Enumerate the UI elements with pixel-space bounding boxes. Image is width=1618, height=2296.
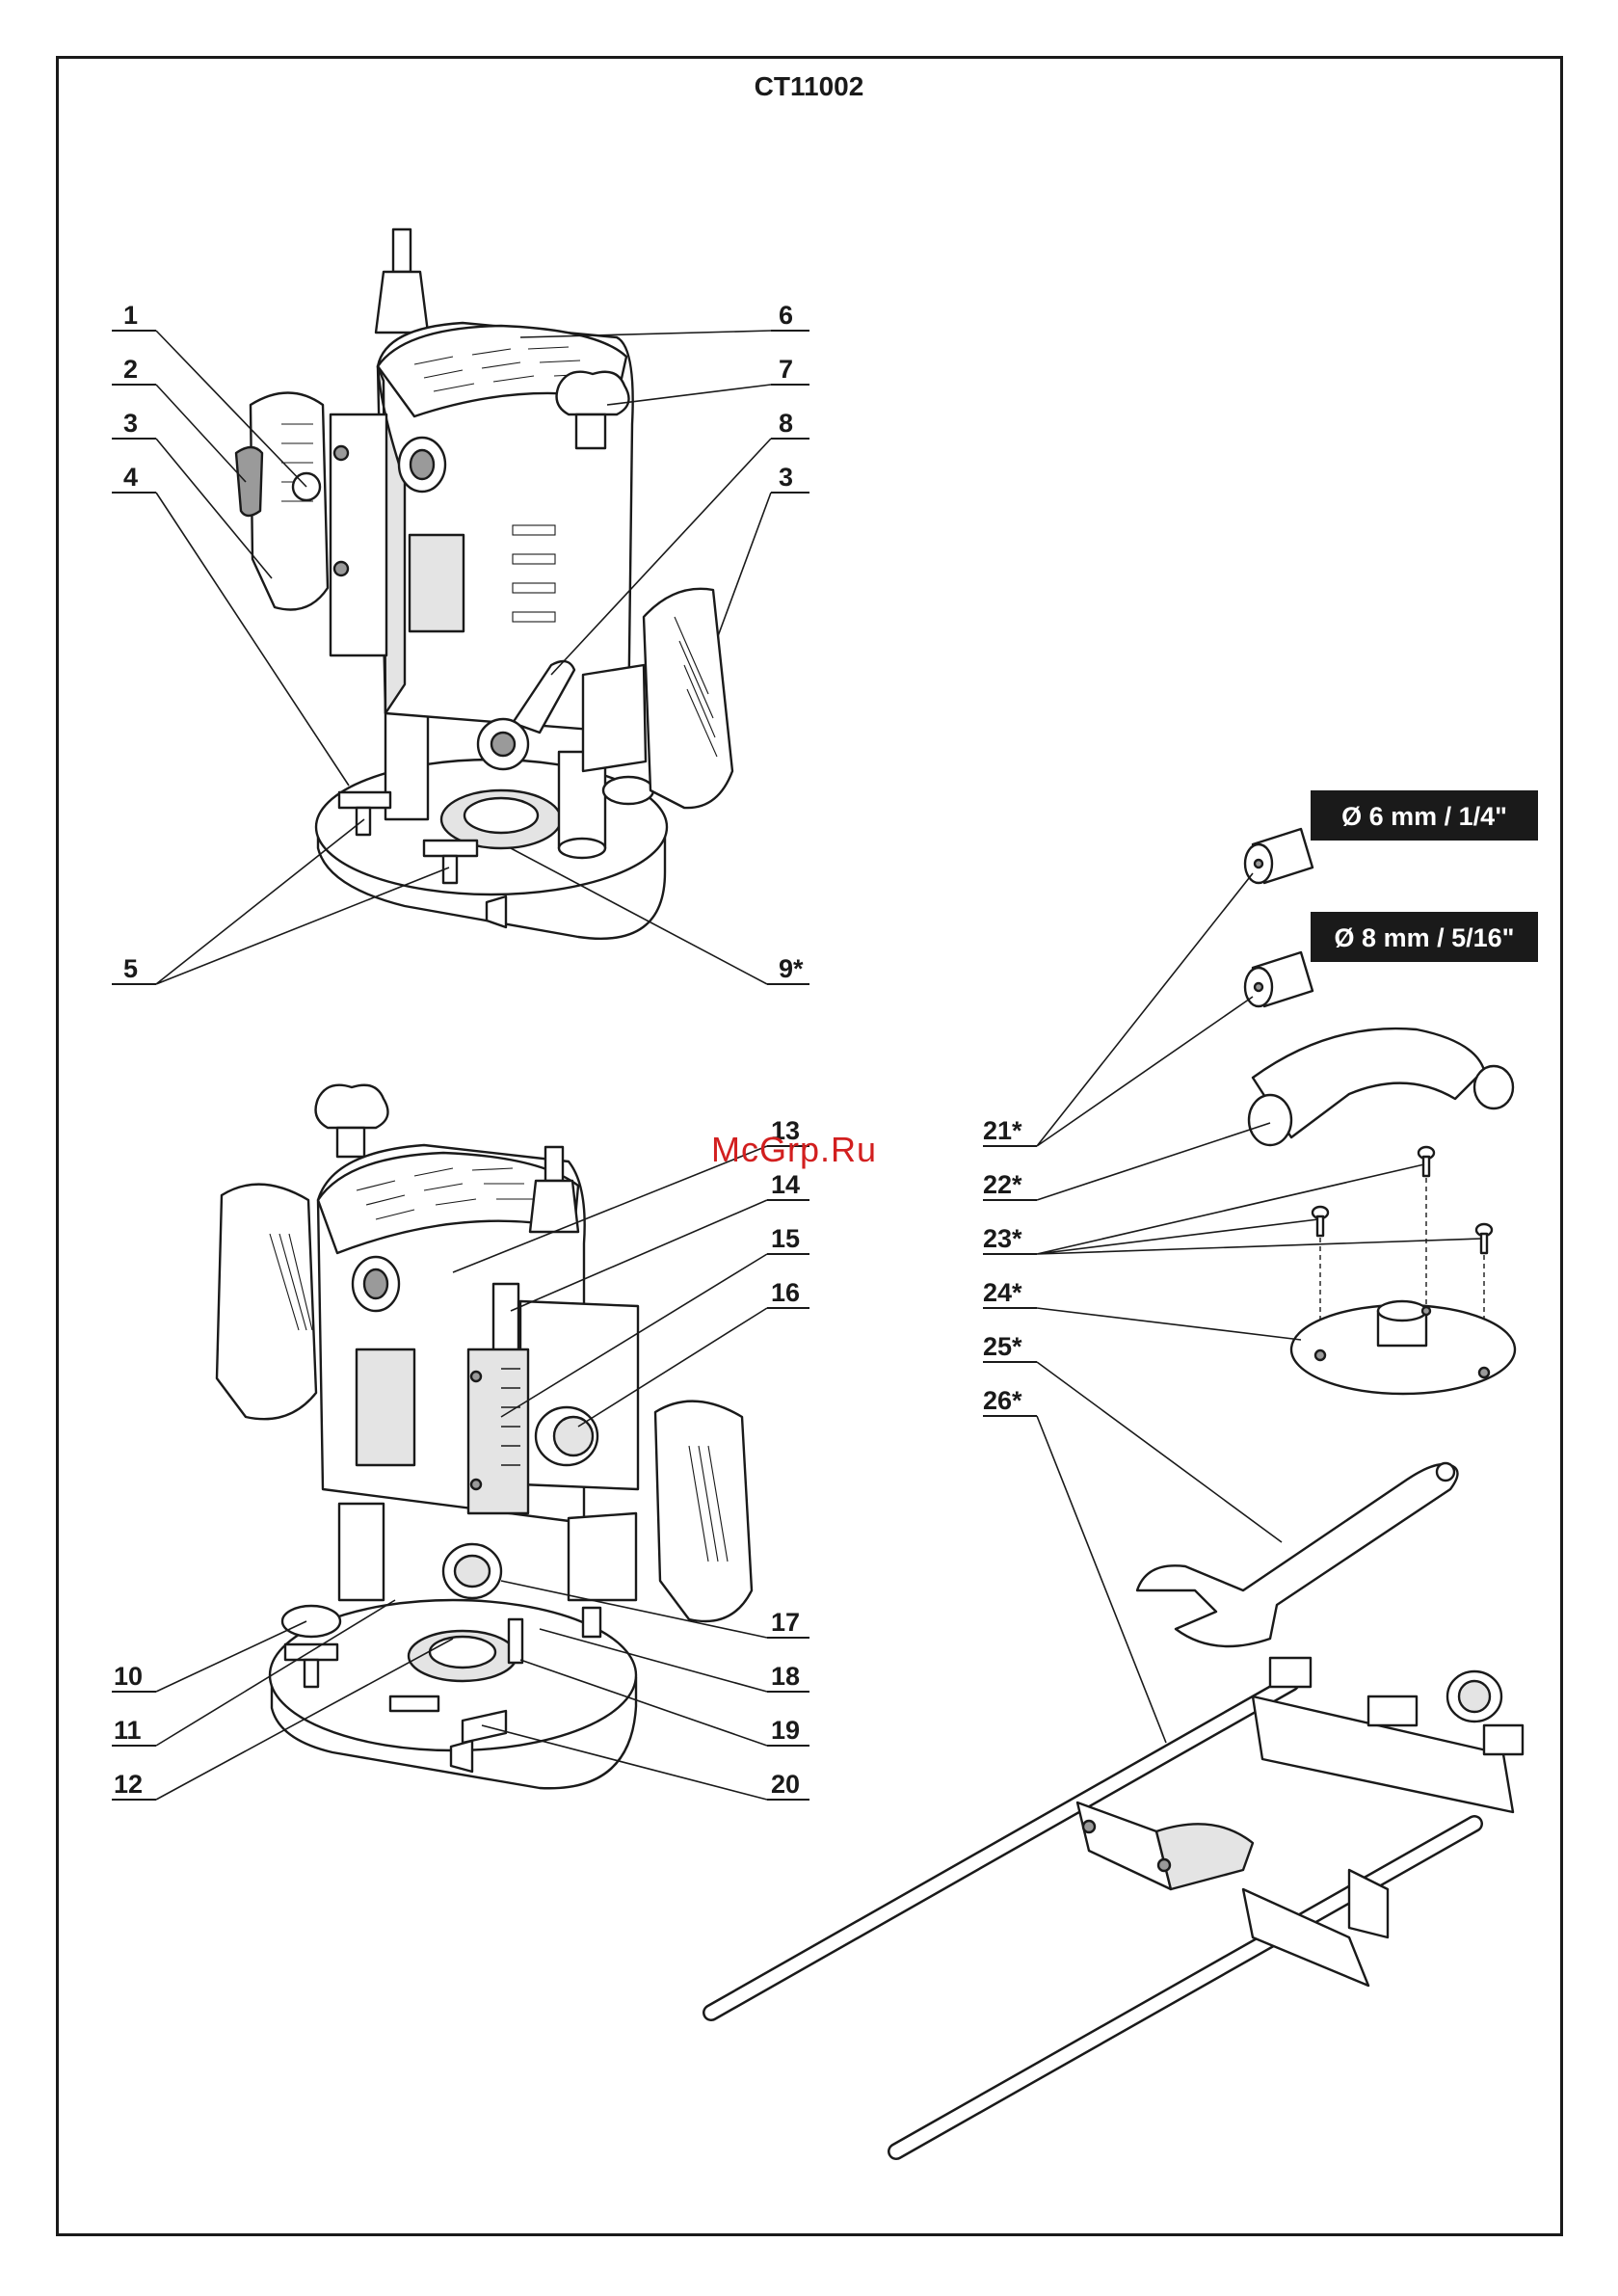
callout-8: 8: [779, 409, 793, 438]
callout-3b: 3: [779, 463, 793, 492]
callout-9: 9*: [779, 954, 804, 983]
callout-16: 16: [771, 1278, 800, 1307]
callout-10: 10: [114, 1662, 143, 1691]
spec-label-8mm: Ø 8 mm / 5/16": [1311, 912, 1538, 962]
callout-6: 6: [779, 301, 793, 330]
callout-12: 12: [114, 1770, 143, 1799]
callout-26: 26*: [983, 1386, 1022, 1415]
callout-15: 15: [771, 1224, 800, 1253]
callout-19: 19: [771, 1716, 800, 1745]
callout-4: 4: [123, 463, 138, 492]
callout-25: 25*: [983, 1332, 1022, 1361]
callout-3a: 3: [123, 409, 138, 438]
callout-5: 5: [123, 954, 138, 983]
callout-23: 23*: [983, 1224, 1022, 1253]
callout-1: 1: [123, 301, 138, 330]
callout-18: 18: [771, 1662, 800, 1691]
router-front-view: [236, 229, 732, 939]
callout-7: 7: [779, 355, 793, 384]
callout-14: 14: [771, 1170, 800, 1199]
callout-2: 2: [123, 355, 138, 384]
router-rear-view: [217, 1085, 752, 1789]
callout-17: 17: [771, 1608, 800, 1637]
spec-label-8mm-text: Ø 8 mm / 5/16": [1335, 923, 1515, 952]
callout-22: 22*: [983, 1170, 1022, 1199]
watermark: McGrp.Ru: [711, 1130, 877, 1170]
callout-24: 24*: [983, 1278, 1022, 1307]
spec-label-6mm-text: Ø 6 mm / 1/4": [1341, 802, 1507, 831]
callout-11: 11: [114, 1716, 142, 1745]
spec-label-6mm: Ø 6 mm / 1/4": [1311, 790, 1538, 841]
accessories: [711, 829, 1523, 2151]
callout-21: 21*: [983, 1116, 1022, 1145]
callout-20: 20: [771, 1770, 800, 1799]
